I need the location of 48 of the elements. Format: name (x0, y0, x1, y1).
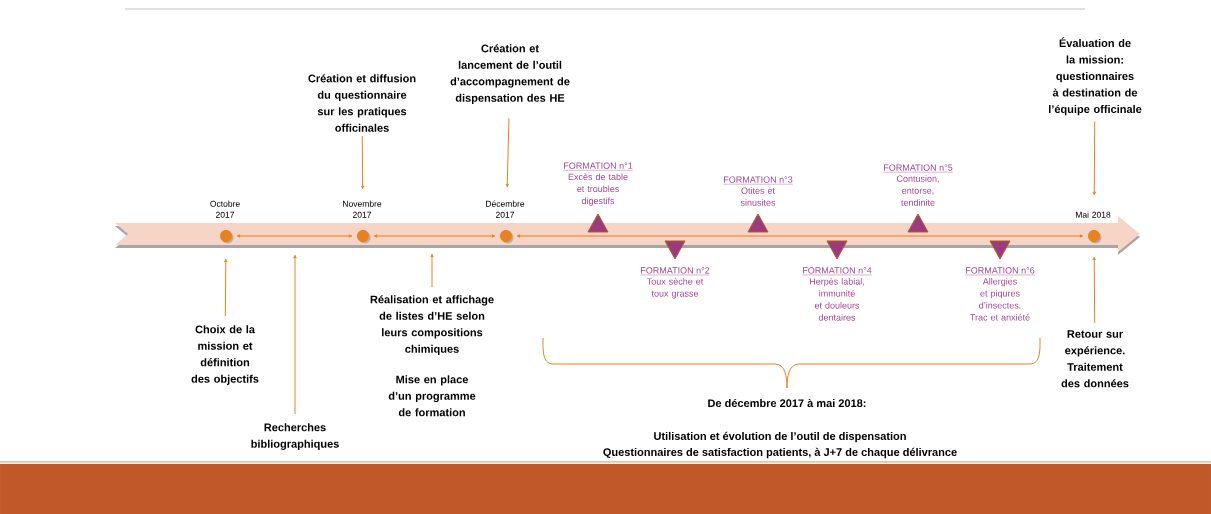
formation-description: Otites et sinusites (740, 187, 776, 206)
arrow (1092, 256, 1096, 324)
triangle-marker (664, 240, 686, 260)
arrow (1092, 120, 1096, 196)
milestone-dot (220, 230, 234, 244)
timeline-arrow (115, 216, 1140, 255)
triangle-marker (989, 240, 1011, 260)
formation-description: Allergies et piqures d’insectes. Trac et anxiété (970, 277, 1030, 321)
formation-description: Excès de table et troubles digestifs (568, 173, 628, 206)
date-label: Octobre 2017 (210, 200, 240, 218)
formation-description: Contusion, entorse, tendinite (896, 175, 939, 206)
formation-heading: FORMATION n°4 (802, 267, 872, 276)
arrow (293, 254, 297, 415)
milestone-text: Évaluation de la mission: questionnaires à destination de l’équipe officinale (1049, 37, 1142, 116)
arrow (505, 117, 510, 188)
date-label: Décembre 2017 (486, 200, 525, 218)
note-text: De décembre 2017 à mai 2018: (708, 398, 866, 408)
milestone-text: Réalisation et affichage de listes d’HE selon leurs compositions chimiques (370, 295, 494, 356)
note-text: Questionnaires de satisfaction patients, à J+7 de chaque délivrance (603, 447, 957, 459)
arrow (373, 234, 496, 238)
formation-description: Toux sèche et toux grasse (646, 277, 704, 299)
milestone-text: Choix de la mission et définition des objectifs (191, 325, 259, 385)
formation-heading: FORMATION n°1 (563, 162, 633, 171)
arrow (224, 258, 228, 317)
arrow (430, 253, 434, 288)
formation-heading: FORMATION n°3 (723, 176, 793, 185)
milestone-dot (500, 230, 514, 244)
milestone-dot (357, 230, 371, 244)
triangle-marker (747, 213, 769, 233)
milestone-text: Mise en place d’un programme de formation (388, 375, 476, 417)
triangle-marker (826, 240, 848, 260)
date-label: Mai 2018 (1075, 211, 1111, 218)
arrow (516, 234, 1084, 238)
arrow (236, 234, 353, 238)
triangle-marker (907, 213, 929, 233)
milestone-text: Création et diffusion du questionnaire sur les pratiques officinales (308, 74, 416, 132)
formation-description: Herpès labial, immunité et douleurs dentaires (809, 277, 864, 321)
triangle-marker (587, 213, 609, 233)
arrow (360, 135, 365, 190)
note-text: Utilisation et évolution de l’outil de dispensation (654, 431, 906, 443)
milestone-text: Création et lancement de l’outil d’accompagnement de dispensation des HE (450, 44, 570, 105)
formation-heading: FORMATION n°2 (640, 267, 710, 276)
milestone-text: Retour sur expérience. Traitement des données (1061, 330, 1129, 388)
formation-heading: FORMATION n°5 (883, 164, 953, 173)
milestone-dot (1088, 230, 1102, 244)
milestone-text: Recherches bibliographiques (251, 423, 339, 450)
date-label: Novembre 2017 (343, 200, 382, 218)
formation-heading: FORMATION n°6 (965, 267, 1035, 276)
